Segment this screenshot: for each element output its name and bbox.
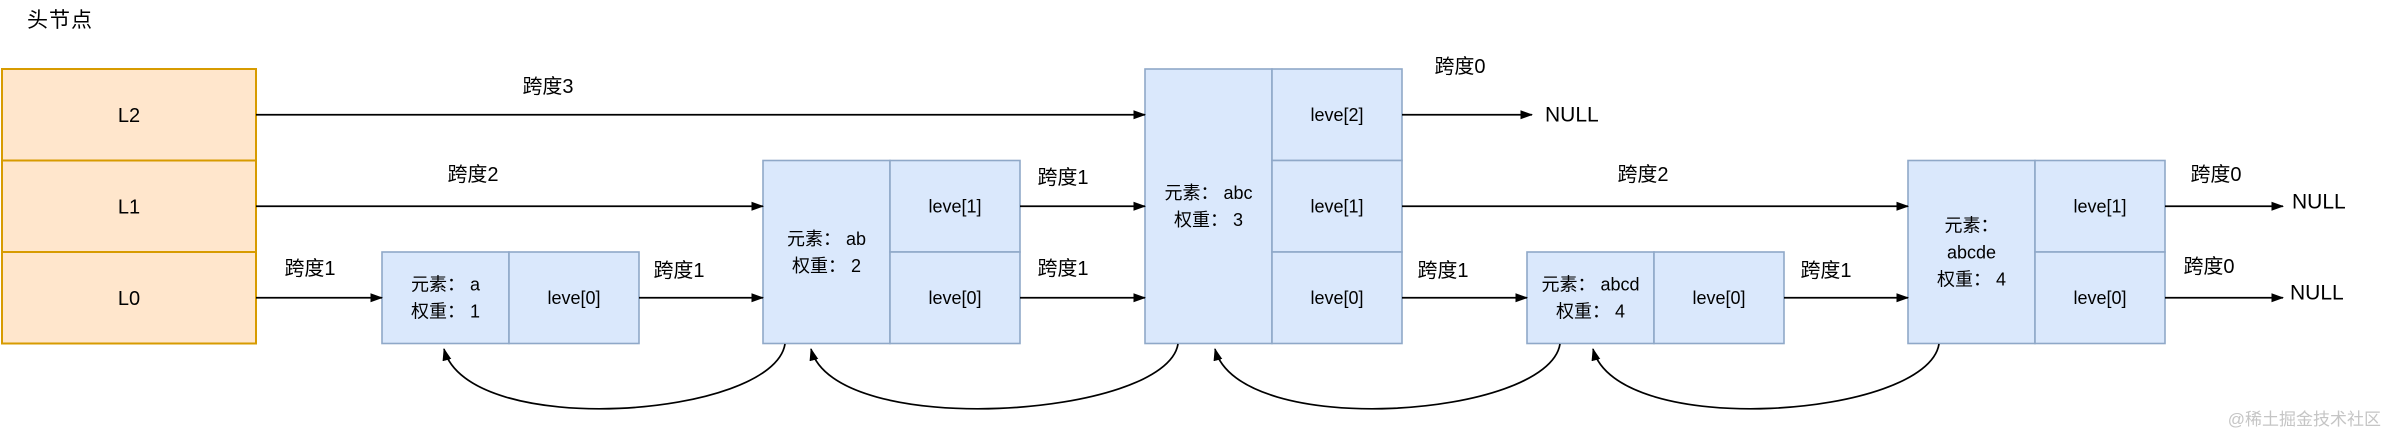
backward-arrow <box>442 343 786 410</box>
backward-arrow <box>809 343 1179 410</box>
node-abcde-element-text: 元素： <box>1945 215 1999 235</box>
node-abcd-element-text: 权重： 4 <box>1556 302 1625 322</box>
span-label: 跨度1 <box>284 257 335 280</box>
head-level-label-L1: L1 <box>118 196 140 218</box>
node-abcde-level-cell-2 <box>2034 251 2166 345</box>
node-abc-level-label-2: leve[0] <box>1310 288 1363 308</box>
node-abcde-element-text: 权重： 4 <box>1937 269 2006 289</box>
node-abc-level-cell-2 <box>1271 251 1403 345</box>
node-a-element-text: 元素： a <box>411 275 481 295</box>
node-abcd-level-cell-2 <box>1653 251 1785 345</box>
node-abc-level-label-1: leve[1] <box>1310 197 1363 217</box>
node-ab-level-cell-2 <box>889 251 1021 345</box>
watermark: @稀土掘金技术社区 <box>2227 410 2381 429</box>
node-abc-level-cell-1 <box>1271 159 1403 253</box>
null-label: NULL <box>1545 103 1599 126</box>
node-ab-level-cell-1 <box>889 159 1021 253</box>
node-abcde-level-label-2: leve[0] <box>2073 288 2126 308</box>
node-ab-level-label-1: leve[1] <box>928 197 981 217</box>
node-ab-element-text: 权重： 2 <box>792 256 861 276</box>
node-abc-element-text: 元素： abc <box>1164 183 1252 203</box>
node-a-element-text: 权重： 1 <box>411 302 480 322</box>
head-level-label-L2: L2 <box>118 105 140 127</box>
span-label: 跨度0 <box>1434 55 1485 78</box>
node-abc-level-label-0: leve[2] <box>1310 105 1363 125</box>
span-label: 跨度0 <box>2183 255 2234 278</box>
span-label: 跨度2 <box>1617 163 1668 186</box>
node-a-element-cell <box>381 251 510 345</box>
node-abcde-level-label-1: leve[1] <box>2073 197 2126 217</box>
span-label: 跨度1 <box>1037 166 1088 189</box>
node-abc-element-text: 权重： 3 <box>1174 210 1243 230</box>
node-abc-level-cell-0 <box>1271 68 1403 162</box>
head-level-label-L0: L0 <box>118 288 140 310</box>
node-abcd-element-text: 元素： abcd <box>1541 275 1639 295</box>
page-title: 头节点 <box>27 9 93 32</box>
node-ab-level-label-2: leve[0] <box>928 288 981 308</box>
span-label: 跨度3 <box>522 75 573 98</box>
span-label: 跨度1 <box>1417 259 1468 282</box>
node-abcde-element-text: abcde <box>1947 242 1996 262</box>
null-label: NULL <box>2290 281 2344 304</box>
node-abcd-element-cell <box>1526 251 1655 345</box>
span-label: 跨度0 <box>2190 163 2241 186</box>
node-ab-element-text: 元素： ab <box>787 229 866 249</box>
backward-arrow <box>1591 343 1940 410</box>
node-abc-element-cell <box>1144 68 1273 345</box>
span-label: 跨度1 <box>1037 257 1088 280</box>
backward-arrow <box>1213 343 1561 410</box>
span-label: 跨度1 <box>1800 259 1851 282</box>
node-abcde-element-cell <box>1907 159 2036 345</box>
node-ab-element-cell <box>762 159 891 345</box>
null-label: NULL <box>2292 190 2346 213</box>
node-a-level-label-2: leve[0] <box>547 288 600 308</box>
span-label: 跨度1 <box>653 259 704 282</box>
span-label: 跨度2 <box>447 163 498 186</box>
node-abcd-level-label-2: leve[0] <box>1692 288 1745 308</box>
node-abcde-level-cell-1 <box>2034 159 2166 253</box>
